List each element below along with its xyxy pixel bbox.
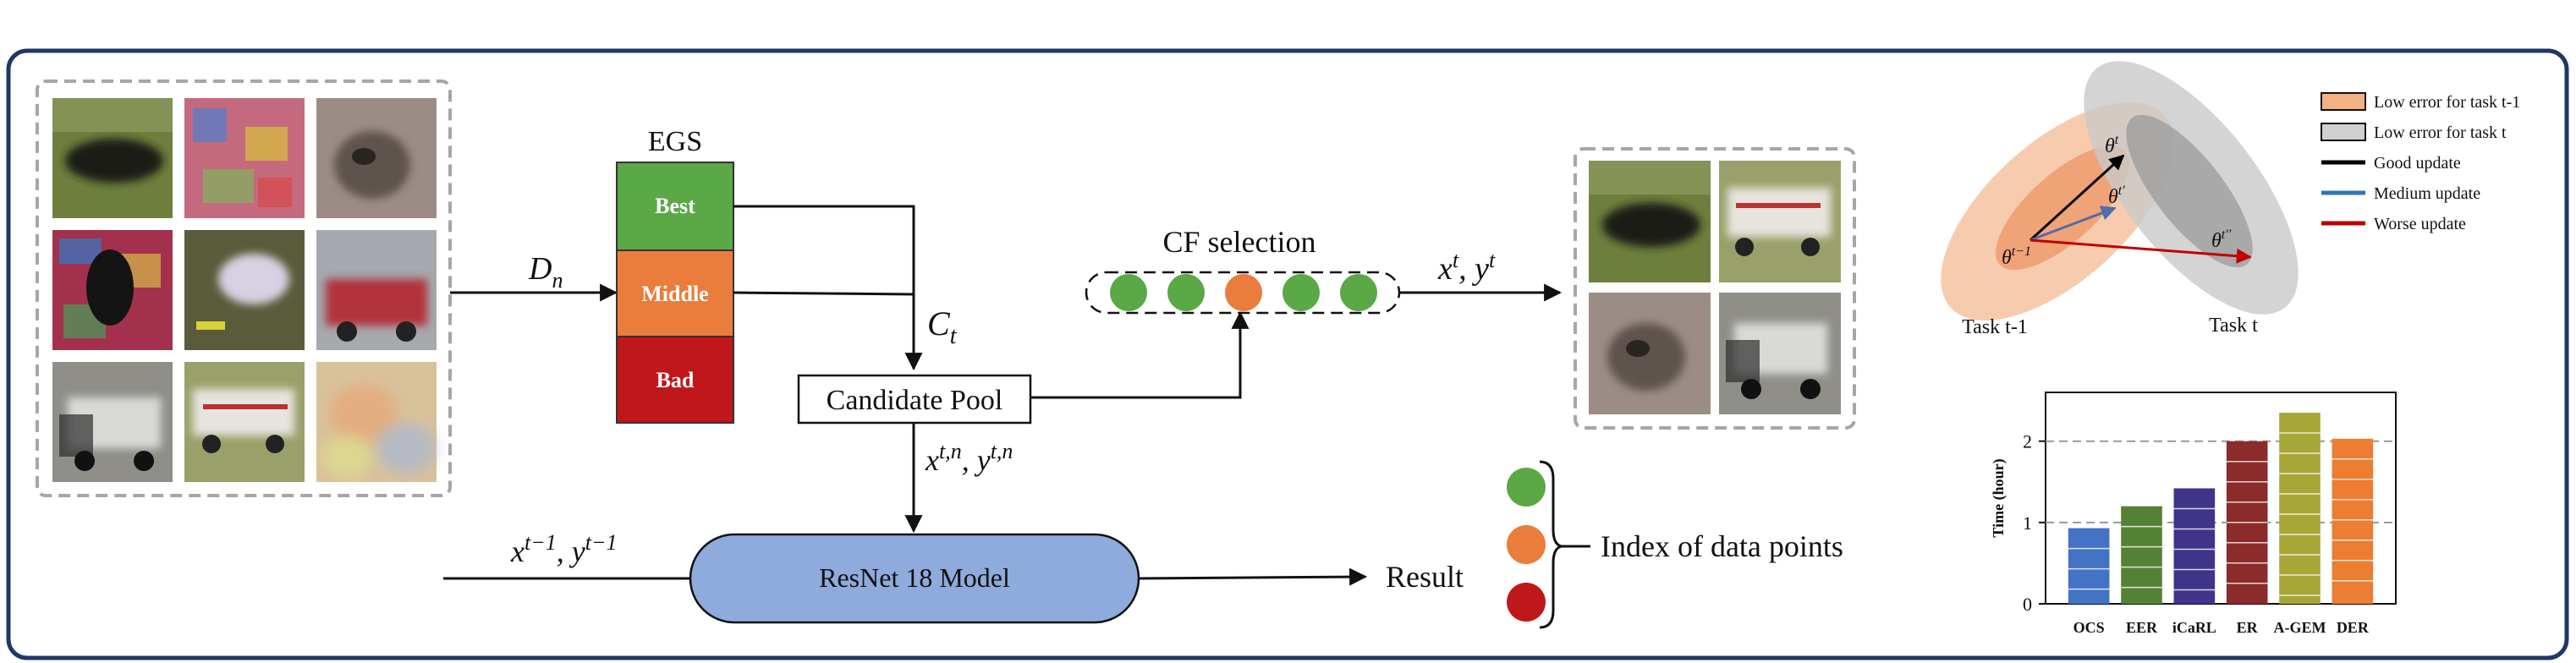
index-dot	[1507, 583, 1546, 622]
worse-update-arrow	[2029, 238, 2252, 264]
chart-ytick-label: 0	[2023, 594, 2032, 615]
selected-image-truck	[1719, 161, 1841, 282]
chart-ytick-label: 2	[2023, 431, 2032, 452]
chart-xtick-label: iCaRL	[2172, 619, 2216, 636]
cf-selection-title: CF selection	[1163, 225, 1316, 259]
image-noisy-rider	[52, 230, 173, 350]
chart-ylabel: Time (hour)	[1990, 458, 2008, 537]
egs-best-box[interactable]	[616, 162, 734, 251]
dn-label: Dn	[528, 251, 563, 293]
theta-t-minus-1-label: θt−1	[2002, 244, 2031, 269]
legend-label: Worse update	[2374, 215, 2466, 233]
image-cat	[316, 98, 437, 218]
cf-dot	[1110, 274, 1147, 311]
theta-t-prime-label: θt′	[2108, 184, 2125, 208]
egs-middle-label: Middle	[641, 282, 708, 306]
chart-bar	[2068, 528, 2110, 604]
pool-output-label: xt,n, yt,n	[925, 439, 1013, 477]
cf-dots	[1110, 274, 1377, 311]
chart-xtick-label: ER	[2237, 619, 2259, 636]
middle-connector	[733, 291, 915, 296]
index-dot	[1507, 468, 1546, 507]
chart-xtick-label: EER	[2126, 619, 2158, 636]
cf-output-label: xt, yt	[1437, 248, 1496, 287]
task-curr-label: Task t	[2209, 315, 2258, 337]
input-image-grid	[52, 98, 437, 482]
cf-dot	[1283, 274, 1320, 311]
candidate-pool-label: Candidate Pool	[827, 385, 1003, 416]
image-noisy-blur	[316, 362, 437, 482]
selected-image-grid	[1589, 161, 1841, 414]
selected-images-group	[1574, 147, 1856, 430]
egs-bad-box[interactable]	[616, 336, 734, 424]
selected-image-dump-truck	[1719, 293, 1841, 414]
image-truck	[184, 362, 305, 482]
legend-swatch	[2321, 92, 2366, 111]
medium-update-arrow	[2029, 205, 2117, 242]
update-diagram: θt θt′ θt′′ θt−1 Task t-1 Task t	[1941, 61, 2299, 338]
index-label: Index of data points	[1601, 529, 1843, 563]
selected-image-cat	[1589, 293, 1711, 414]
resnet-model-label: ResNet 18 Model	[819, 562, 1010, 593]
chart-xtick-label: A-GEM	[2274, 619, 2326, 636]
chart-bar	[2279, 413, 2321, 604]
cf-dot	[1167, 274, 1205, 311]
legend-label: Low error for task t	[2374, 123, 2507, 142]
chart-xtick-label: DER	[2337, 619, 2370, 636]
image-horse	[52, 98, 173, 218]
theta-t-label: θt	[2105, 133, 2119, 157]
image-dump-truck	[52, 362, 173, 482]
ct-label: Ct	[927, 304, 958, 349]
legend-label: Medium update	[2374, 184, 2480, 203]
legend-label: Low error for task t-1	[2374, 93, 2520, 112]
image-fire-truck	[316, 230, 437, 350]
task-curr-core	[2126, 114, 2253, 268]
chart-bar	[2121, 506, 2162, 604]
index-dots	[1507, 468, 1546, 622]
theta-t-dprime-label: θt′′	[2211, 227, 2232, 252]
cf-dot	[1340, 274, 1377, 311]
chart-xtick-label: OCS	[2073, 619, 2105, 636]
chart-bar	[2173, 488, 2216, 604]
egs-title: EGS	[648, 126, 702, 157]
task-prev-core	[1996, 145, 2129, 271]
result-label: Result	[1386, 560, 1464, 594]
egs-middle-box[interactable]	[616, 249, 734, 337]
best-connector	[733, 205, 923, 371]
chart-bar	[2332, 438, 2374, 604]
chart-frame	[2045, 392, 2397, 605]
cf-dot	[1225, 274, 1262, 311]
egs-bad-label: Bad	[656, 368, 695, 392]
chart-ytick-label: 1	[2023, 512, 2032, 534]
task-prev-label: Task t-1	[1962, 316, 2028, 338]
egs-best-label: Best	[655, 194, 695, 218]
legend-label: Good update	[2374, 154, 2461, 173]
selected-image-horse	[1589, 161, 1711, 282]
input-images-group	[36, 79, 452, 497]
image-white-horse	[184, 230, 305, 350]
good-update-arrow	[2029, 154, 2125, 242]
result-arrow	[1138, 567, 1368, 586]
legend-swatch	[2321, 123, 2366, 141]
pool-to-cf-connector	[1030, 310, 1250, 399]
prev-data-label: xt−1, yt−1	[510, 530, 618, 568]
image-noisy-horse	[184, 98, 305, 218]
index-dot	[1507, 525, 1546, 564]
